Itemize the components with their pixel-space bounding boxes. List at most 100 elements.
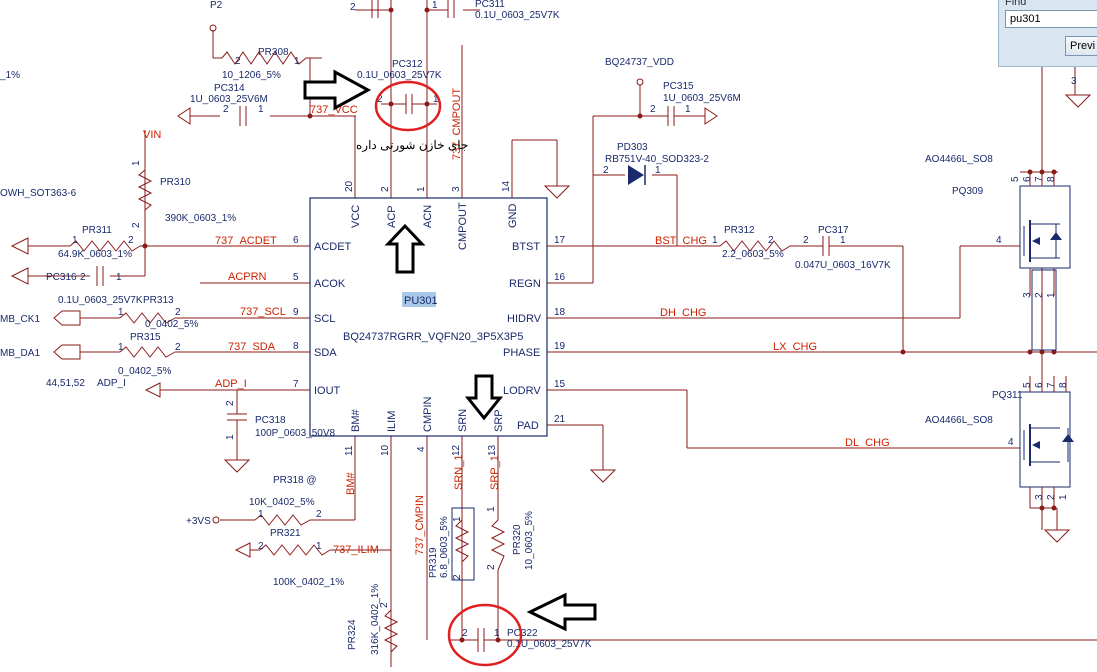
pin-num-8: 8	[293, 341, 299, 352]
svg-text:RB751V-40_SOD323-2: RB751V-40_SOD323-2	[605, 154, 709, 165]
pin-name-cmpin: CMPIN	[422, 397, 434, 433]
find-input[interactable]	[1005, 10, 1097, 28]
resistor-pr311[interactable]: PR311 64.9K_0603_1% 2 1	[58, 225, 141, 260]
svg-text:100P_0603_50V8: 100P_0603_50V8	[255, 428, 336, 439]
arrow-up-icon	[384, 223, 426, 274]
svg-text:1: 1	[258, 509, 264, 520]
chip-part: BQ24737RGRR_VQFN20_3P5X3P5	[343, 331, 523, 343]
svg-text:2: 2	[223, 104, 229, 115]
pin-name-cmpout: CMPOUT	[457, 202, 469, 250]
chip-ref: PU301	[404, 295, 438, 307]
frag-1pct: _1%	[0, 70, 20, 81]
net-737-cmpout: 737_CMPOUT	[451, 88, 463, 160]
svg-text:1: 1	[131, 160, 142, 166]
diode-pd303[interactable]: PD303 RB751V-40_SOD323-2 2 1	[603, 142, 709, 185]
highlight-circle-bottom	[447, 603, 523, 667]
resistor-pr319[interactable]: PR319 6.8_0603_5% 2 1	[428, 507, 475, 581]
pin-name-acok: ACOK	[314, 278, 346, 290]
mosfet-pq311[interactable]: PQ311 AO4466L_SO8 5 6 7 8 4 3 2 1	[925, 376, 1074, 509]
svg-text:2: 2	[603, 165, 609, 176]
svg-text:PR312: PR312	[724, 225, 755, 236]
net-vin: VIN	[143, 129, 161, 141]
net-srn-1: SRN_1	[453, 455, 465, 490]
previous-button[interactable]: Previ	[1065, 36, 1097, 56]
misc-labels: P2 BQ24737_VDD +3VS ADP_I MB_CK1 MB_DA1 …	[0, 0, 674, 527]
svg-text:2: 2	[258, 541, 264, 552]
svg-text:1: 1	[433, 94, 439, 105]
svg-text:1U_0603_25V6M: 1U_0603_25V6M	[190, 94, 268, 105]
pin-num-10: 10	[380, 444, 391, 456]
svg-text:PD303: PD303	[617, 142, 648, 153]
pin-num-1: 1	[416, 186, 427, 192]
pin-num-21: 21	[554, 414, 566, 425]
net-mb-da1: MB_DA1	[0, 348, 40, 359]
svg-text:1: 1	[655, 165, 661, 176]
ground-symbols	[223, 94, 1092, 543]
chip-pu301[interactable]: PU301 BQ24737RGRR_VQFN20_3P5X3P5 ACDET A…	[293, 180, 566, 456]
svg-text:8: 8	[1058, 382, 1069, 388]
capacitor-pc311[interactable]: PC311 0.1U_0603_25V7K 2 1	[350, 0, 560, 21]
pin-num-17: 17	[554, 235, 566, 246]
svg-text:2: 2	[225, 400, 236, 406]
svg-text:PR315: PR315	[130, 332, 161, 343]
net-bst-chg: BST_CHG	[655, 235, 707, 247]
pin-name-scl: SCL	[314, 313, 335, 325]
svg-text:5: 5	[1010, 176, 1021, 182]
capacitor-pc312[interactable]: PC312 0.1U_0603_25V7K 2 1	[357, 59, 442, 114]
pin-name-vcc: VCC	[350, 205, 362, 228]
resistor-pr315[interactable]: PR315 0_0402_5% 2 1	[118, 332, 181, 377]
svg-text:3: 3	[1034, 494, 1045, 500]
svg-text:1: 1	[1046, 292, 1057, 298]
svg-text:2: 2	[235, 56, 241, 67]
wires	[28, 0, 1097, 667]
capacitor-pc316[interactable]: PC316 0.1U_0603_25V7K 2 1	[46, 266, 143, 306]
svg-text:PC318: PC318	[255, 415, 286, 426]
svg-text:1: 1	[685, 104, 691, 115]
resistor-pr321-ref: PR321	[270, 528, 301, 539]
resistor-pr308[interactable]: PR308 10_1206_5% 2 1	[221, 47, 322, 81]
net-adp-i: ADP_I	[215, 378, 247, 390]
pin-name-btst: BTST	[512, 241, 540, 253]
resistor-pr318[interactable]: PR318 @ 10K_0402_5% 2 1	[249, 475, 322, 526]
svg-text:6.8_0603_5%: 6.8_0603_5%	[439, 516, 450, 578]
svg-text:PC317: PC317	[818, 225, 849, 236]
svg-text:316K_0402_1%: 316K_0402_1%	[370, 584, 381, 655]
mosfet-pq309[interactable]: PQ309 AO4466L_SO8 5 6 7 8 4 3 2 1	[925, 154, 1071, 351]
pin-name-ilim: ILIM	[386, 411, 398, 432]
pin-name-phase: PHASE	[503, 347, 540, 359]
svg-text:1: 1	[72, 235, 78, 246]
net-lx-chg: LX_CHG	[773, 341, 817, 353]
svg-text:PQ311: PQ311	[992, 390, 1023, 401]
pin-name-acdet: ACDET	[314, 241, 352, 253]
svg-text:1: 1	[486, 506, 497, 512]
resistor-pr320[interactable]: PR320 10_0603_5% 2 1	[486, 506, 535, 571]
svg-text:PR318 @: PR318 @	[273, 475, 317, 486]
resistor-pr321[interactable]: 100K_0402_1% 2 1	[258, 541, 344, 588]
svg-text:PR308: PR308	[258, 47, 289, 58]
pin-num-6: 6	[293, 235, 299, 246]
capacitor-pc318[interactable]: PC318 100P_0603_50V8 2 1	[225, 400, 336, 440]
pin-num-3: 3	[451, 186, 462, 192]
svg-text:2: 2	[486, 564, 497, 570]
pin-name-acn: ACN	[422, 205, 434, 228]
svg-text:2: 2	[803, 235, 809, 246]
resistor-pr312[interactable]: PR312 2.2_0603_5% 2 1	[712, 225, 791, 260]
net-dh-chg: DH_CHG	[660, 307, 706, 319]
pin-num-2: 2	[380, 186, 391, 192]
svg-text:1: 1	[316, 541, 322, 552]
svg-text:2: 2	[131, 222, 142, 228]
resistor-pr310[interactable]: PR310 390K_0603_1% 2 1	[131, 160, 236, 228]
capacitor-pc317[interactable]: PC317 0.047U_0603_16V7K 2 1	[795, 225, 891, 271]
resistor-pr313[interactable]: PR313 0_0402_5% 2 1	[118, 295, 198, 330]
net-acprn: ACPRN	[228, 271, 267, 283]
capacitor-pc322[interactable]: PC322 0.1U_0603_25V7K 2 1	[462, 628, 592, 652]
svg-text:2: 2	[650, 104, 656, 115]
svg-text:PR319: PR319	[428, 547, 439, 578]
capacitor-pc315[interactable]: PC315 1U_0603_25V6M 2 1	[650, 81, 741, 126]
capacitor-pc314[interactable]: PC314 1U_0603_25V6M 2 1	[190, 83, 268, 126]
resistor-pr324[interactable]: PR324 316K_0402_1% 2	[347, 584, 399, 655]
svg-text:PQ309: PQ309	[952, 186, 984, 197]
svg-text:2: 2	[1034, 292, 1045, 298]
svg-text:1: 1	[116, 272, 122, 283]
